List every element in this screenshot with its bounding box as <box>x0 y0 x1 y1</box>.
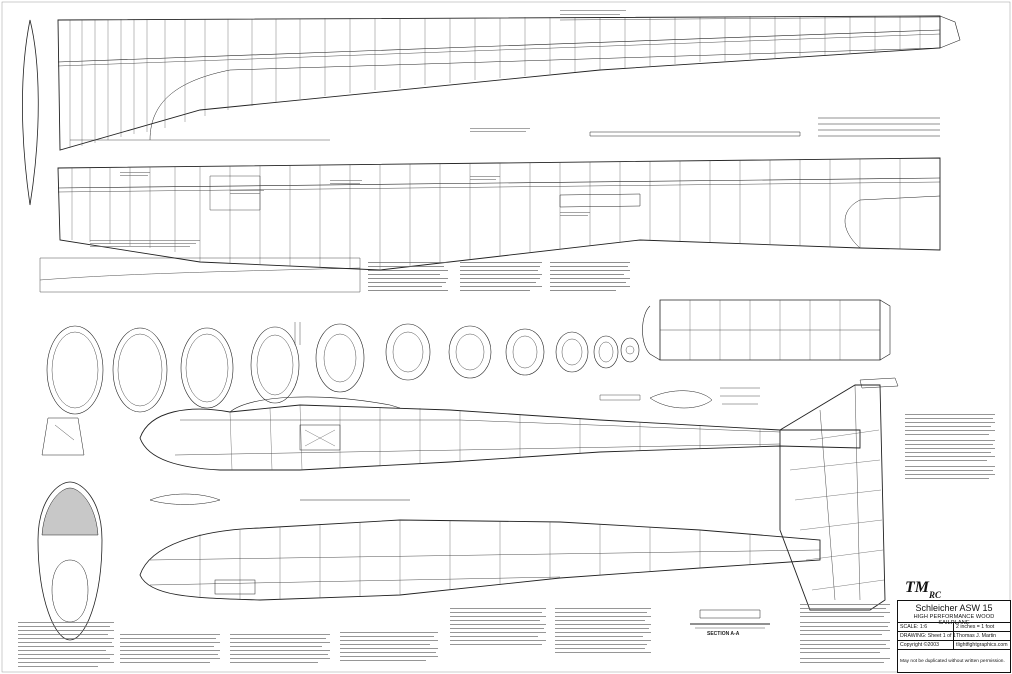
fuselage-top-view <box>139 519 821 601</box>
notes-block <box>800 604 890 663</box>
wing-joiner <box>589 131 801 137</box>
stabilizer-plan <box>642 299 891 361</box>
duplication-notice: May not be duplicated without written pe… <box>900 658 1005 664</box>
copyright-text: Copyright ©2003 <box>898 641 954 649</box>
drawing-sheet-label: DRAWING: Sheet 1 of 1 <box>900 632 956 640</box>
wing-tip-airfoil <box>22 19 39 206</box>
scale-value: 2 inches = 1 foot <box>956 624 995 630</box>
fuselage-formers <box>46 322 640 415</box>
author-name: Thomas J. Martin <box>956 633 997 639</box>
upper-wing-panel <box>57 15 961 151</box>
fuselage-side-view <box>139 396 861 471</box>
lower-wing-panel <box>57 157 941 271</box>
cross-section-view <box>41 417 85 456</box>
brand-logo: TM RC <box>905 579 945 600</box>
fin-rudder <box>779 377 899 611</box>
logo-mark: TM <box>905 579 929 596</box>
logo-sub: RC <box>929 590 942 600</box>
plan-title: Schleicher ASW 15 <box>915 603 993 613</box>
scale-label: SCALE: 1:6 <box>898 623 954 631</box>
website-link[interactable]: tlightfightgraphics.com <box>956 642 1008 648</box>
section-label: SECTION A-A <box>707 631 740 637</box>
canopy-top-view <box>37 481 103 641</box>
title-block: Schleicher ASW 15 HIGH PERFORMANCE WOOD … <box>897 600 1011 673</box>
instruction-text-blocks <box>18 10 995 667</box>
